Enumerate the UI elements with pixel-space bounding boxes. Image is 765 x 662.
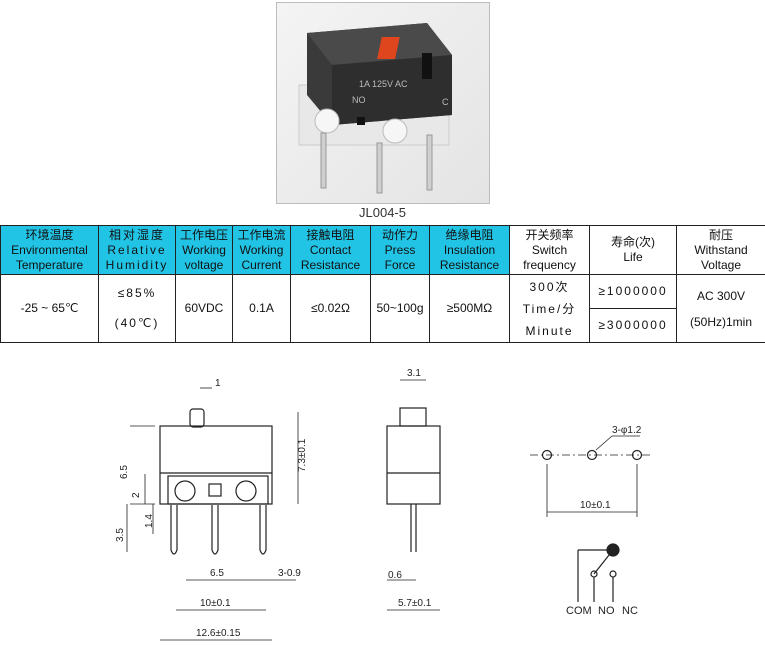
spec-value-row-2: ≥3000000 <box>1 308 765 343</box>
dim-3-5: 3.5 <box>115 528 126 542</box>
dim-1: 1 <box>215 378 221 389</box>
circuit-diagram <box>577 543 620 602</box>
dim-2: 2 <box>131 492 142 498</box>
header-life: 寿命(次)Life <box>589 225 677 275</box>
dim-3-0-9: 3-0.9 <box>278 568 301 579</box>
value-contact-resistance: ≤0.02Ω <box>290 274 371 343</box>
dim-3-1: 3.1 <box>407 368 421 379</box>
dim-12-6: 12.6±0.15 <box>196 628 241 639</box>
dimension-drawings: 1 6.5 7.3±0.1 2 1.4 3.5 6.5 3-0.9 10±0.1… <box>115 368 650 641</box>
model-label: JL004-5 <box>359 205 406 220</box>
micro-switch-photo: 1A 125V AC NO C <box>298 23 452 194</box>
product-photo: 1A 125V AC NO C <box>276 2 490 204</box>
value-life-2: ≥3000000 <box>589 308 677 343</box>
dim-5-7: 5.7±0.1 <box>398 598 432 609</box>
photo-marking-1: 1A 125V AC <box>359 79 408 89</box>
photo-marking-2: NO <box>352 95 366 105</box>
dim-6-5-vertical: 6.5 <box>119 465 130 479</box>
label-no: NO <box>598 605 615 617</box>
value-humidity: ≤85%(40℃) <box>98 274 176 343</box>
value-insulation: ≥500MΩ <box>429 274 510 343</box>
front-view-drawing <box>126 387 299 641</box>
dim-3-phi: 3-φ1.2 <box>612 425 642 436</box>
spec-value-row: -25 ~ 65℃ ≤85%(40℃) 60VDC 0.1A ≤0.02Ω 50… <box>0 274 765 343</box>
value-voltage: 60VDC <box>175 274 233 343</box>
value-current: 0.1A <box>232 274 291 343</box>
value-withstand: AC 300V(50Hz)1min <box>676 274 765 343</box>
dim-0-6: 0.6 <box>388 570 402 581</box>
value-temperature: -25 ~ 65℃ <box>0 274 99 343</box>
dim-10: 10±0.1 <box>200 598 231 609</box>
dim-10-holes: 10±0.1 <box>580 500 611 511</box>
dim-6-5-horizontal: 6.5 <box>210 568 224 579</box>
photo-marking-3: C <box>442 97 449 107</box>
label-com: COM <box>566 605 592 617</box>
value-life-1: ≥1000000 <box>589 274 677 309</box>
dim-1-4: 1.4 <box>144 514 155 528</box>
label-nc: NC <box>622 605 638 617</box>
dim-7-3: 7.3±0.1 <box>297 438 308 472</box>
hole-pattern-drawing <box>530 435 650 517</box>
value-press-force: 50~100g <box>370 274 430 343</box>
side-view-drawing <box>386 379 441 611</box>
